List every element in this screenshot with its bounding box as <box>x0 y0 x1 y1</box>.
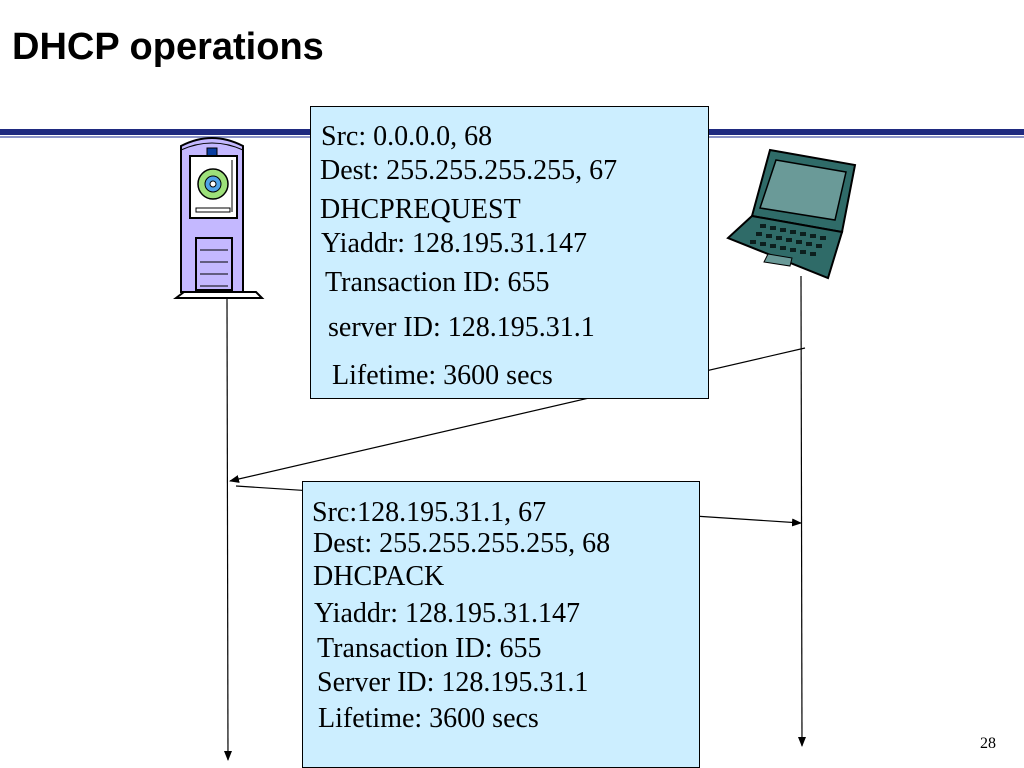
request-line-server-id: server ID: 128.195.31.1 <box>328 312 595 343</box>
request-line-lifetime: Lifetime: 3600 secs <box>332 360 553 391</box>
laptop-icon <box>726 148 857 280</box>
request-line-transaction-id: Transaction ID: 655 <box>325 267 550 298</box>
ack-line-type: DHCPACK <box>313 561 445 592</box>
dhcprequest-message-box: Src: 0.0.0.0, 68 Dest: 255.255.255.255, … <box>310 106 709 399</box>
ack-line-src: Src:128.195.31.1, 67 <box>312 497 547 528</box>
page-title: DHCP operations <box>12 26 324 68</box>
server-tower-icon <box>173 137 265 299</box>
request-line-dest: Dest: 255.255.255.255, 67 <box>320 155 618 186</box>
page-number: 28 <box>980 735 996 752</box>
dhcpack-message-box: Src:128.195.31.1, 67 Dest: 255.255.255.2… <box>302 481 700 768</box>
request-line-src: Src: 0.0.0.0, 68 <box>321 121 493 152</box>
request-line-type: DHCPREQUEST <box>320 194 521 225</box>
server-lifeline <box>223 297 232 761</box>
ack-line-transaction-id: Transaction ID: 655 <box>317 633 542 664</box>
request-message-arrow <box>229 347 806 483</box>
ack-line-yiaddr: Yiaddr: 128.195.31.147 <box>314 598 580 629</box>
client-lifeline <box>797 275 806 747</box>
ack-line-server-id: Server ID: 128.195.31.1 <box>317 667 589 698</box>
ack-line-dest: Dest: 255.255.255.255, 68 <box>313 528 611 559</box>
request-line-yiaddr: Yiaddr: 128.195.31.147 <box>321 228 587 259</box>
ack-line-lifetime: Lifetime: 3600 secs <box>318 703 539 734</box>
